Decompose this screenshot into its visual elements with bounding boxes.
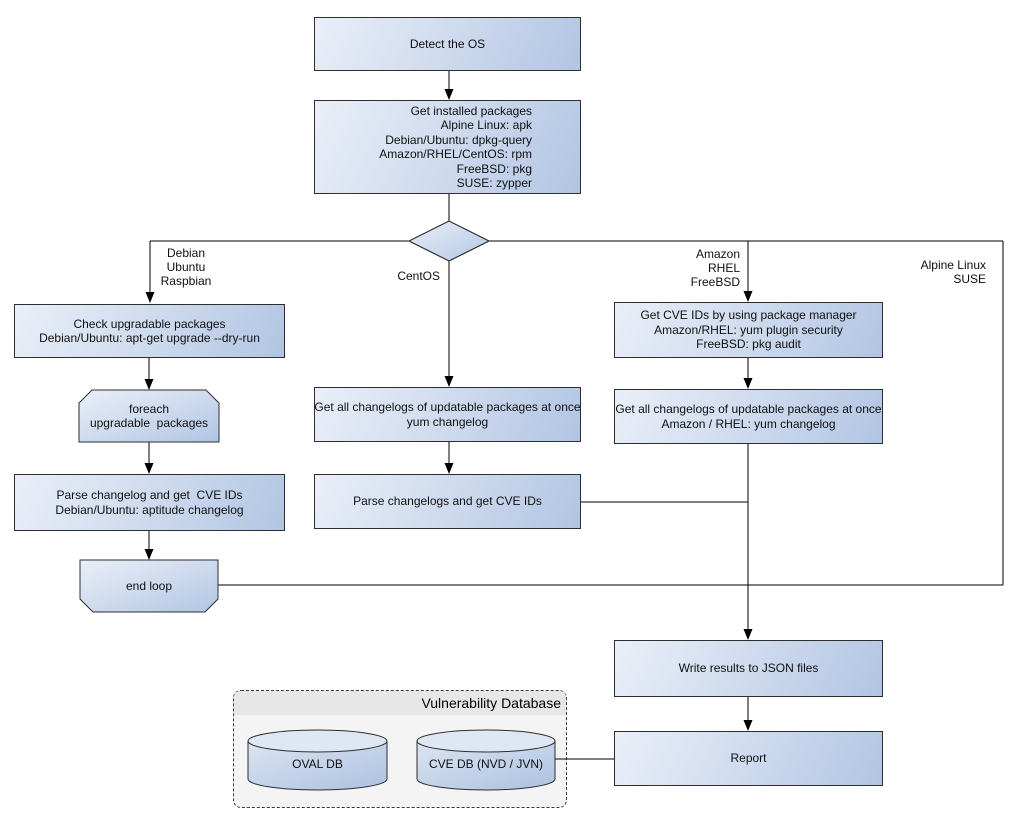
node-centos-changelogs: Get all changelogs of updatable packages… (314, 387, 581, 442)
node-end-loop: end loop (80, 560, 218, 612)
node-write-results-label: Write results to JSON files (678, 661, 819, 676)
node-detect-os-label: Detect the OS (409, 36, 486, 51)
node-get-cve-ids-label: Get CVE IDs by using package manager Ama… (640, 308, 857, 352)
node-centos-parse: Parse changelogs and get CVE IDs (314, 474, 581, 529)
node-get-installed-packages: Get installed packages Alpine Linux: apk… (314, 100, 581, 194)
cve-db-label: CVE DB (NVD / JVN) (428, 757, 543, 771)
node-centos-parse-label: Parse changelogs and get CVE IDs (353, 494, 542, 509)
end-loop-shape (79, 559, 219, 613)
arrowhead-installed (444, 89, 454, 100)
branch-label-centos: CentOS (397, 269, 440, 283)
oval-db-cylinder (247, 741, 388, 791)
node-check-upgradable: Check upgradable packages Debian/Ubuntu:… (14, 304, 285, 358)
node-write-results: Write results to JSON files (614, 640, 883, 697)
branch-label-debian: Debian Ubuntu Raspbian (160, 246, 212, 288)
arrowhead-write-results (743, 629, 753, 640)
arrowhead-centos-parse (444, 463, 454, 474)
arrowhead-centos-changelogs (444, 376, 454, 387)
node-centos-changelogs-label: Get all changelogs of updatable packages… (314, 400, 581, 429)
oval-db-label: OVAL DB (292, 757, 343, 771)
node-foreach: foreach upgradable packages (79, 390, 219, 442)
arrowhead-amazon-changelogs (743, 378, 753, 389)
oval-db-cylinder-top (247, 729, 388, 753)
vulnerability-database-title: Vulnerability Database (421, 695, 561, 711)
node-foreach-label: foreach upgradable packages (89, 401, 209, 431)
arrowhead-check-upgradable (145, 292, 155, 303)
cve-db-cylinder-top (416, 729, 556, 753)
node-get-installed-packages-label: Get installed packages Alpine Linux: apk… (379, 103, 532, 191)
arrowhead-endloop (144, 549, 154, 560)
cve-db-cylinder (416, 741, 556, 791)
node-check-upgradable-label: Check upgradable packages Debian/Ubuntu:… (39, 316, 260, 346)
node-parse-changelog-left-label: Parse changelog and get CVE IDs Debian/U… (55, 488, 244, 517)
foreach-loop-shape (78, 389, 220, 443)
node-parse-changelog-left: Parse changelog and get CVE IDs Debian/U… (14, 474, 285, 531)
os-decision-diamond (407, 220, 491, 262)
node-get-cve-ids: Get CVE IDs by using package manager Ama… (614, 302, 883, 358)
arrowhead-parse-left (144, 463, 154, 474)
node-amazon-changelogs: Get all changelogs of updatable packages… (614, 389, 883, 444)
node-report: Report (614, 731, 883, 786)
arrowhead-report (743, 720, 753, 731)
branch-label-alpine: Alpine Linux SUSE (920, 258, 986, 286)
node-detect-os: Detect the OS (314, 17, 581, 71)
arrowhead-get-cve-ids (743, 291, 753, 302)
node-amazon-changelogs-label: Get all changelogs of updatable packages… (615, 402, 882, 431)
vulnerability-database-header: Vulnerability Database (234, 691, 566, 715)
node-end-loop-label: end loop (125, 578, 173, 593)
node-report-label: Report (730, 751, 767, 766)
branch-label-amazon: Amazon RHEL FreeBSD (690, 247, 740, 289)
arrowhead-foreach (144, 379, 154, 390)
